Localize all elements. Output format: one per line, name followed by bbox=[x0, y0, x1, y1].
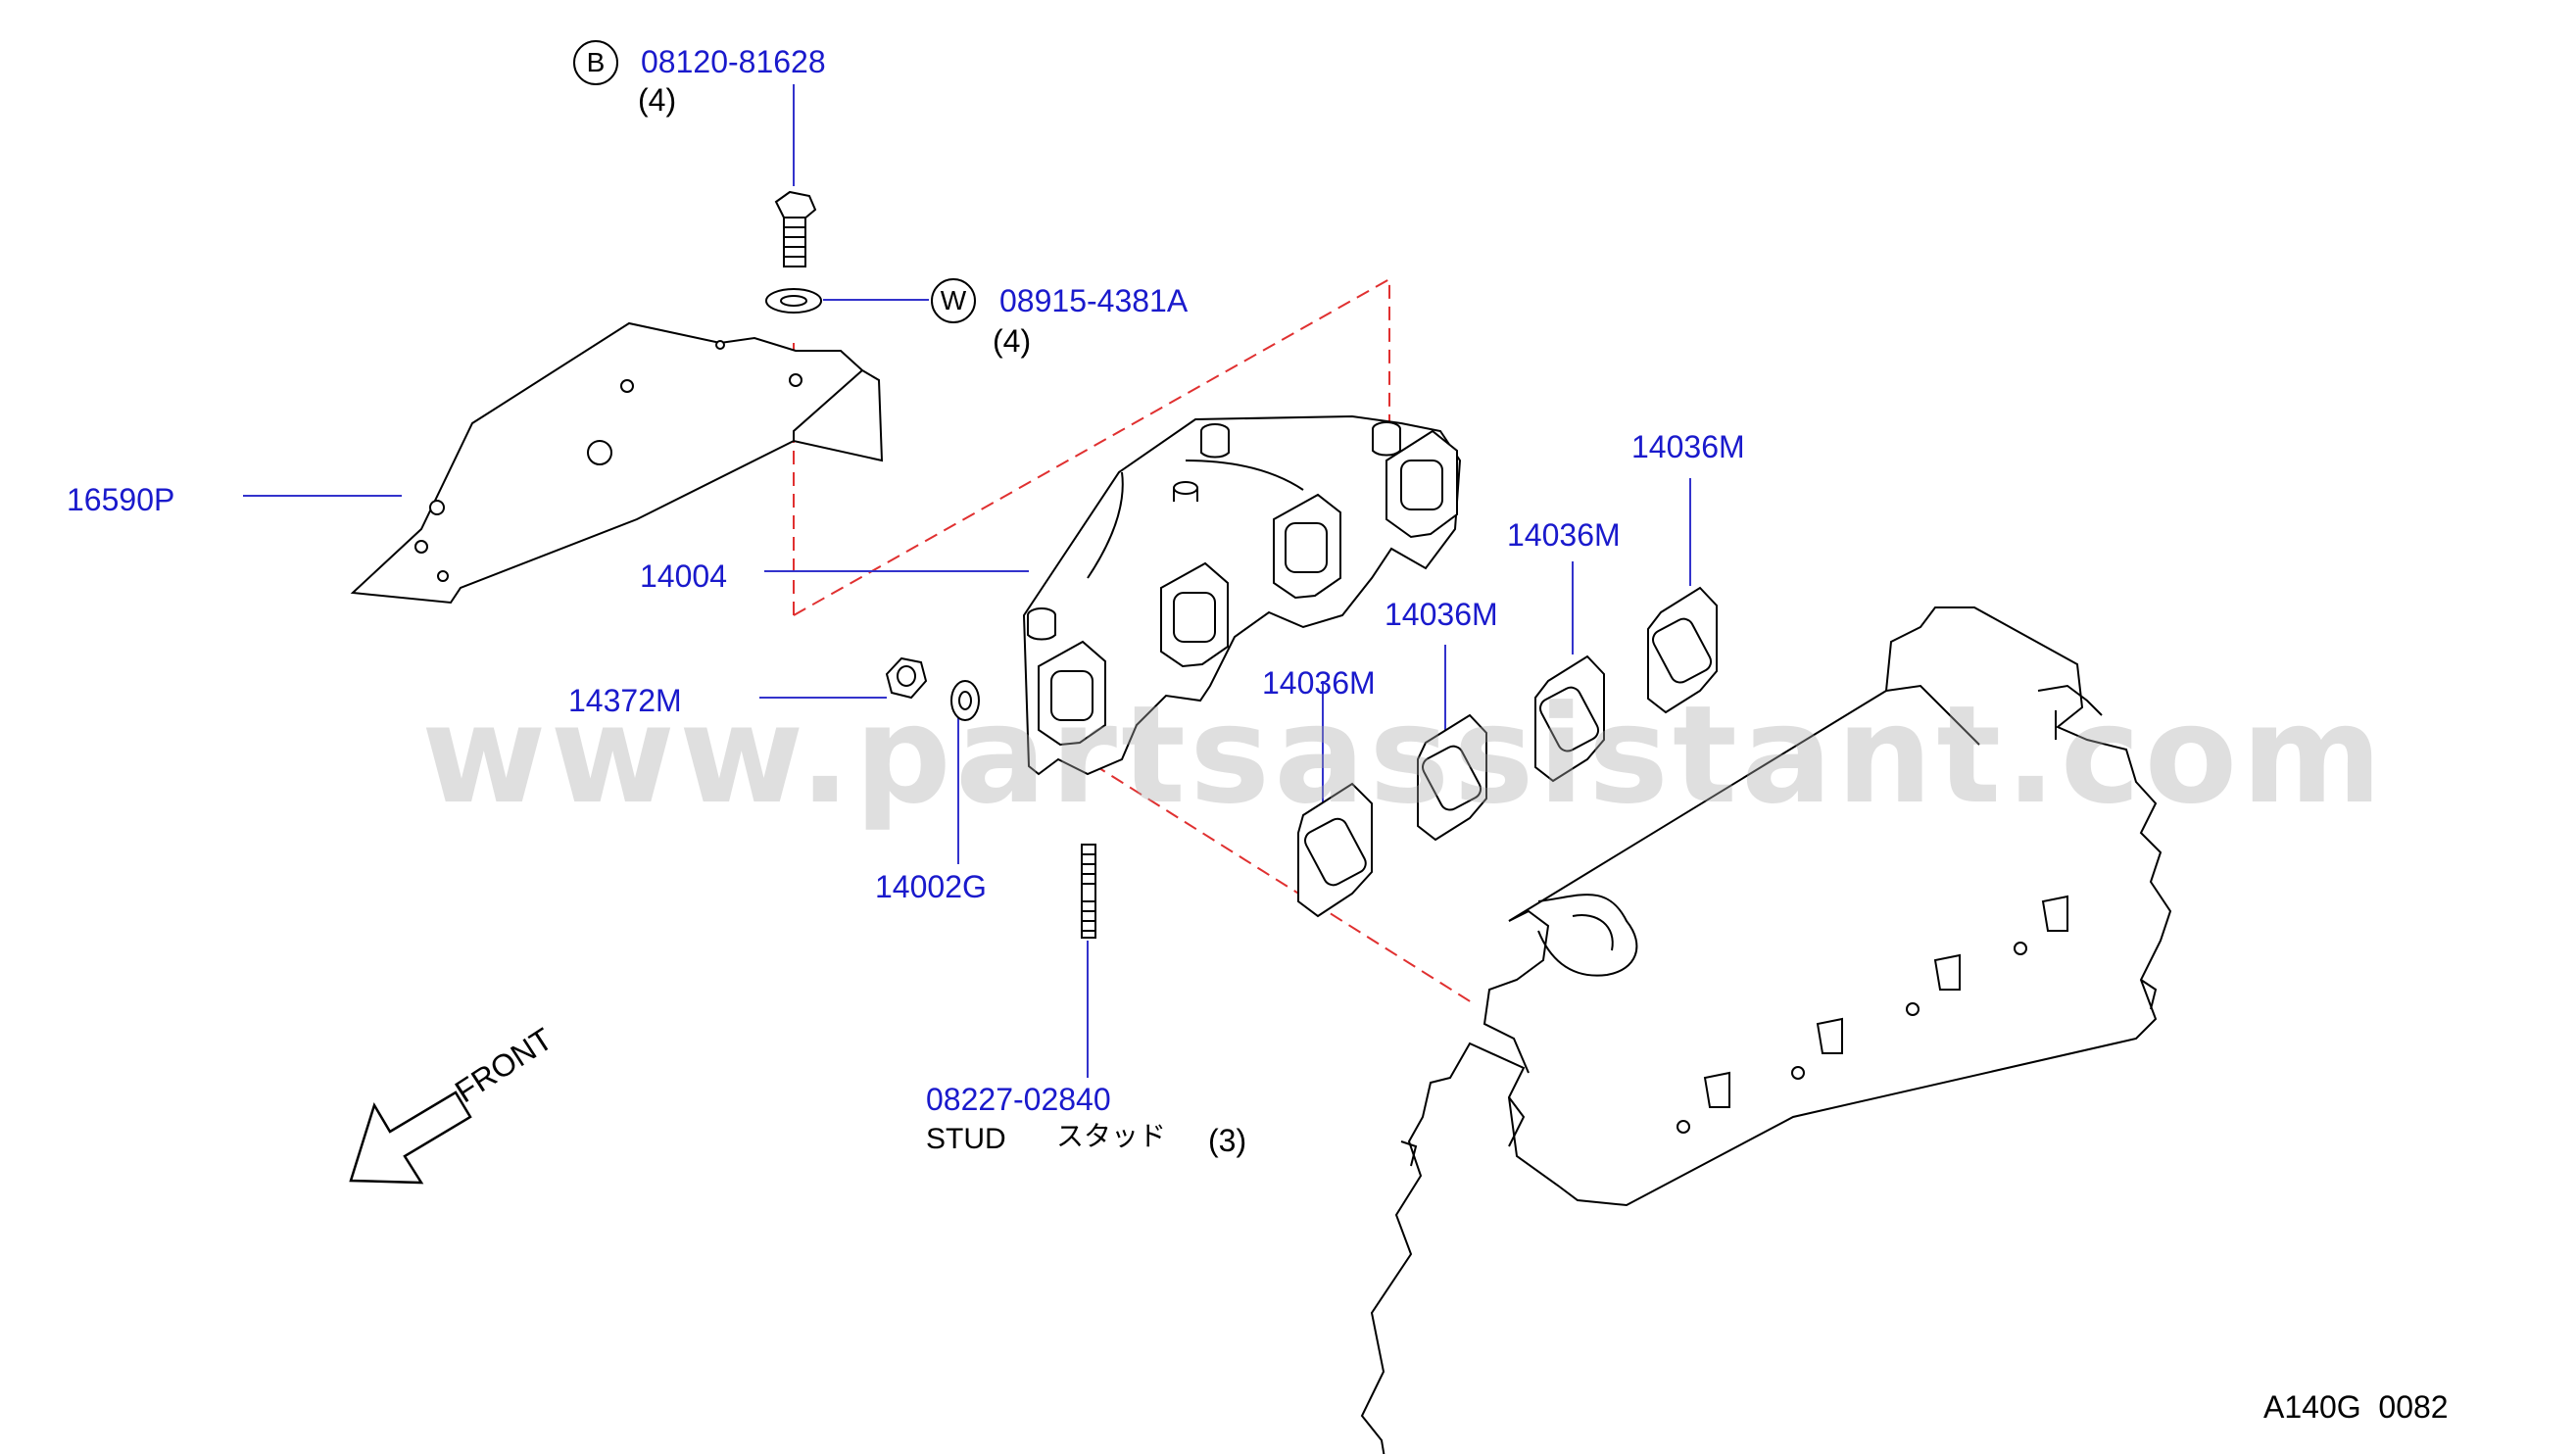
stud-name: STUD bbox=[926, 1123, 1006, 1155]
stud-name-jp: スタッド bbox=[1056, 1120, 1167, 1152]
qty-bolt: (4) bbox=[638, 82, 677, 118]
exhaust-manifold-drawing bbox=[1022, 414, 1462, 776]
part-number-heat-insulator[interactable]: 16590P bbox=[67, 482, 175, 517]
qty-washer: (4) bbox=[993, 323, 1032, 359]
front-arrow-icon bbox=[349, 1090, 472, 1185]
part-number-gasket-1[interactable]: 14036M bbox=[1262, 665, 1376, 701]
part-number-gasket-2[interactable]: 14036M bbox=[1385, 597, 1498, 632]
part-number-washer[interactable]: 08915-4381A bbox=[999, 283, 1189, 318]
washer-code-circle: W bbox=[931, 278, 976, 323]
watermark: www.partsassistant.com bbox=[421, 676, 2387, 834]
diagram-code: A140G 0082 bbox=[2263, 1389, 2449, 1425]
washer-small-drawing bbox=[950, 680, 980, 721]
part-number-gasket-4[interactable]: 14036M bbox=[1631, 429, 1745, 464]
part-number-exhaust-manifold[interactable]: 14004 bbox=[640, 558, 727, 594]
alignment-dashed-lines bbox=[793, 277, 1476, 1005]
stud-drawing bbox=[1081, 844, 1096, 939]
part-number-stud[interactable]: 08227-02840 bbox=[926, 1082, 1111, 1117]
part-number-nut[interactable]: 14372M bbox=[568, 683, 682, 718]
bolt-drawing bbox=[774, 190, 817, 267]
bolt-code-circle: B bbox=[573, 40, 618, 85]
gaskets-drawing bbox=[1297, 586, 1718, 918]
nut-drawing bbox=[885, 656, 928, 700]
part-number-washer-small[interactable]: 14002G bbox=[875, 869, 987, 904]
qty-stud: (3) bbox=[1208, 1123, 1247, 1158]
part-number-gasket-3[interactable]: 14036M bbox=[1507, 517, 1621, 553]
leader-lines bbox=[243, 84, 1691, 1078]
heat-insulator-drawing bbox=[350, 321, 884, 605]
cylinder-head-drawing bbox=[1360, 606, 2172, 1454]
washer-drawing bbox=[765, 288, 822, 314]
part-number-bolt[interactable]: 08120-81628 bbox=[641, 44, 826, 79]
